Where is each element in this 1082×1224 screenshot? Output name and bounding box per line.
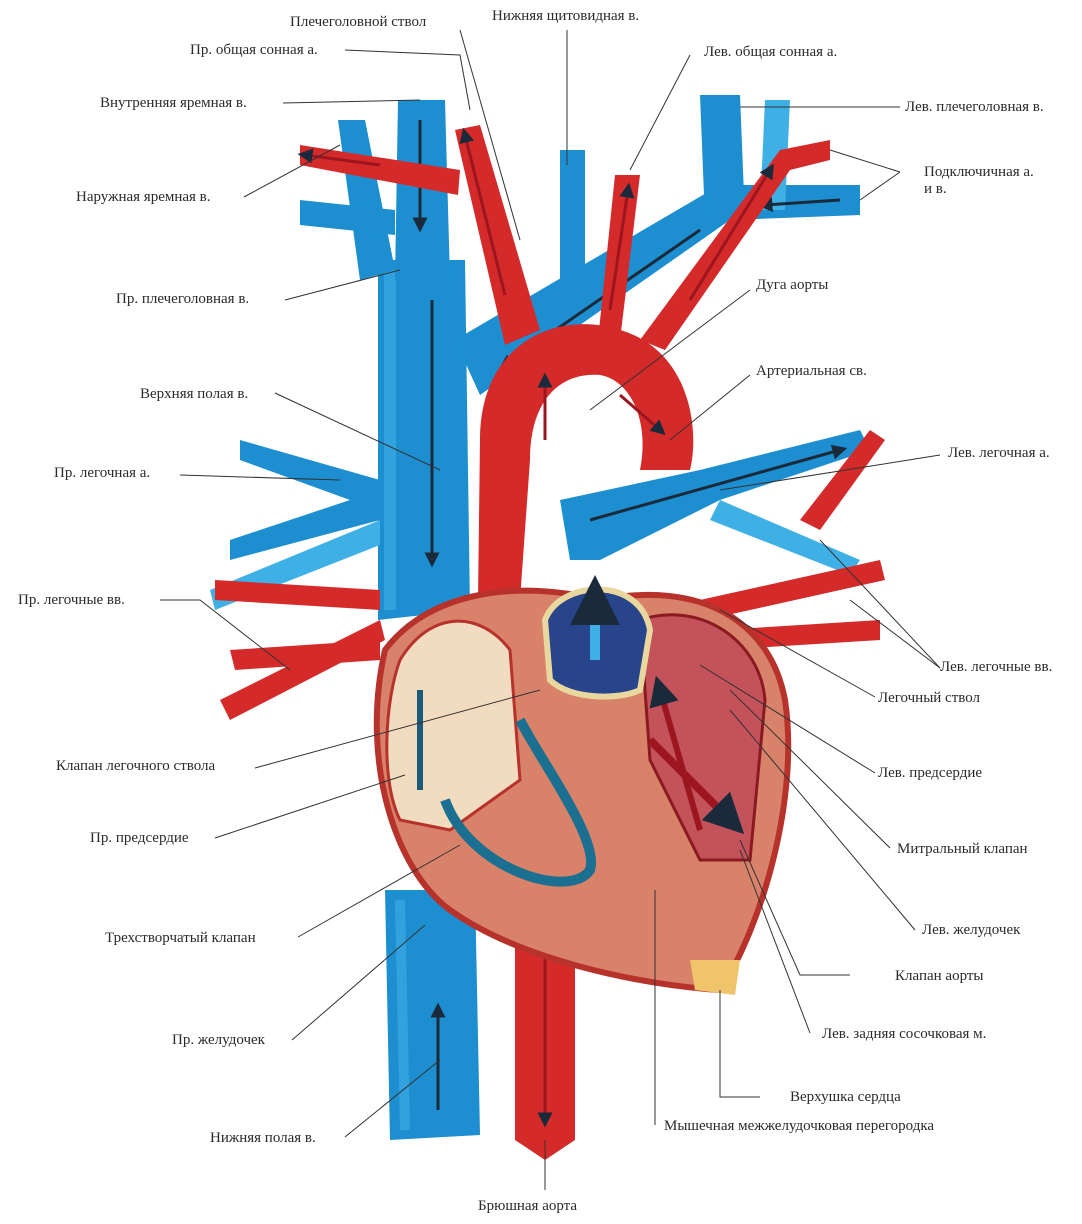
label-apex: Верхушка сердца — [790, 1089, 901, 1106]
label-left-pulmonary-artery: Лев. легочная а. — [948, 445, 1050, 462]
label-brachiocephalic-trunk: Плечеголовной ствол — [290, 14, 426, 31]
label-right-pulmonary-veins: Пр. легочные вв. — [18, 592, 125, 609]
label-left-common-carotid: Лев. общая сонная а. — [704, 44, 837, 61]
label-left-pulmonary-veins: Лев. легочные вв. — [940, 659, 1052, 676]
label-abdominal-aorta: Брюшная аорта — [478, 1198, 577, 1215]
label-right-brachiocephalic-vein: Пр. плечеголовная в. — [116, 291, 249, 308]
label-left-post-papillary: Лев. задняя сосочковая м. — [822, 1026, 986, 1043]
label-pulmonary-valve: Клапан легочного ствола — [56, 758, 215, 775]
label-interventricular-septum: Мышечная межжелудочковая перегородка — [664, 1118, 934, 1135]
label-ductus-arteriosus: Артериальная св. — [756, 363, 867, 380]
label-pulmonary-trunk: Легочный ствол — [878, 690, 980, 707]
label-superior-vena-cava: Верхняя полая в. — [140, 386, 248, 403]
label-right-pulmonary-artery: Пр. легочная а. — [54, 465, 150, 482]
inferior-vena-cava — [385, 890, 480, 1140]
label-inferior-thyroid-vein: Нижняя щитовидная в. — [492, 8, 639, 25]
right-pulmonary-veins — [215, 580, 385, 720]
label-mitral-valve: Митральный клапан — [897, 841, 1028, 858]
label-internal-jugular: Внутренняя яремная в. — [100, 95, 247, 112]
label-left-atrium: Лев. предсердие — [878, 765, 982, 782]
superior-vena-cava — [378, 260, 470, 620]
label-external-jugular: Наружная яремная в. — [76, 189, 211, 206]
label-right-atrium: Пр. предсердие — [90, 830, 189, 847]
external-jugular-vein — [300, 120, 395, 280]
label-subclavian: Подключичная а. и в. — [924, 164, 1034, 198]
label-tricuspid-valve: Трехстворчатый клапан — [105, 930, 256, 947]
label-aortic-valve: Клапан аорты — [895, 968, 984, 985]
label-left-ventricle: Лев. желудочек — [922, 922, 1020, 939]
label-right-common-carotid: Пр. общая сонная а. — [190, 42, 318, 59]
label-right-ventricle: Пр. желудочек — [172, 1032, 265, 1049]
label-aortic-arch: Дуга аорты — [756, 277, 828, 294]
label-left-brachiocephalic-vein: Лев. плечеголовная в. — [905, 99, 1044, 116]
label-inferior-vena-cava: Нижняя полая в. — [210, 1130, 316, 1147]
